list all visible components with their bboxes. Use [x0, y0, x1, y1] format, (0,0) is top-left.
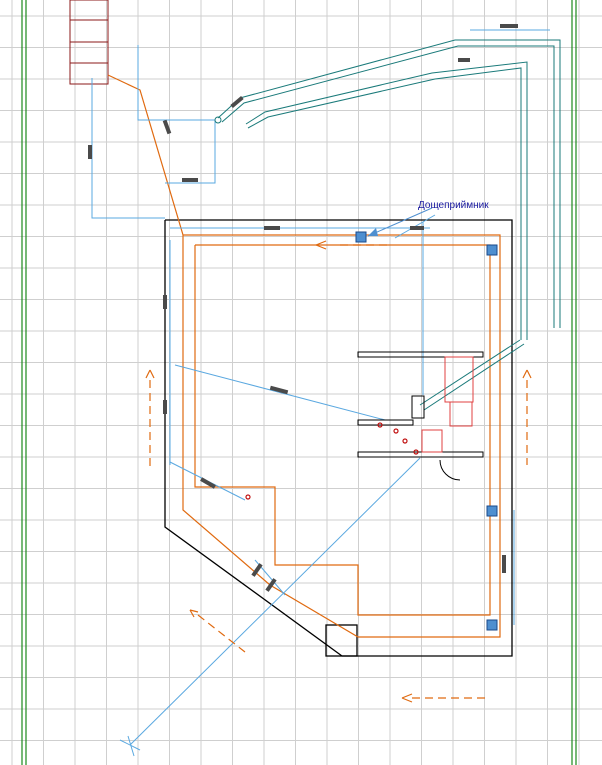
receiver-3	[486, 505, 498, 517]
building-outline	[164, 219, 513, 657]
drain-receivers	[355, 231, 498, 631]
receiver-2	[486, 244, 498, 256]
receiver-4	[486, 619, 498, 631]
interior-red-rooms	[421, 356, 474, 453]
dimension-text-marks	[88, 24, 518, 592]
pipe-route	[214, 39, 561, 411]
annotation-label: Дощеприймник	[418, 200, 489, 211]
dimension-lines	[91, 29, 550, 757]
slope-arrows	[145, 240, 532, 703]
receiver-annotation: Дощеприймник	[367, 200, 489, 237]
receiver-1	[355, 231, 367, 243]
interior-walls	[357, 351, 484, 481]
stair-block	[69, 0, 109, 85]
inspection-points	[245, 422, 419, 500]
plot-boundary	[21, 0, 577, 765]
drain-line	[107, 74, 501, 638]
